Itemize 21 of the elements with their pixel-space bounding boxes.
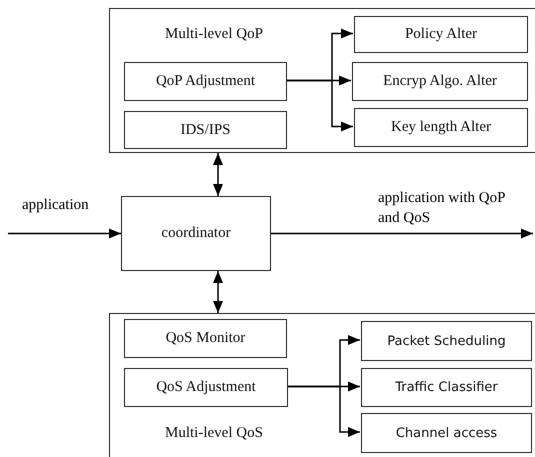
arrow — [213, 271, 223, 313]
process-box: IDS/IPS — [124, 111, 287, 149]
arrow — [271, 228, 533, 238]
process-box: Key length Alter — [354, 108, 528, 147]
process-box: QoS Monitor — [124, 319, 287, 358]
arrow — [8, 228, 121, 238]
panel-title: Multi-level QoS — [165, 425, 263, 442]
arrow — [286, 80, 353, 132]
process-box: QoP Adjustment — [124, 62, 287, 101]
process-box: Policy Alter — [354, 16, 528, 53]
group-panel — [109, 8, 535, 153]
process-box: QoS Adjustment — [124, 368, 288, 407]
panel-title: Multi-level QoP — [165, 26, 263, 43]
process-box: Encryp Algo. Alter — [352, 62, 528, 101]
process-box: coordinator — [121, 196, 271, 271]
process-box: Packet Scheduling — [361, 321, 532, 361]
process-box: Traffic Classifier — [361, 368, 532, 407]
arrow — [213, 153, 223, 196]
arrow — [287, 386, 360, 437]
group-panel — [109, 313, 535, 457]
process-box: Channel access — [361, 413, 532, 453]
